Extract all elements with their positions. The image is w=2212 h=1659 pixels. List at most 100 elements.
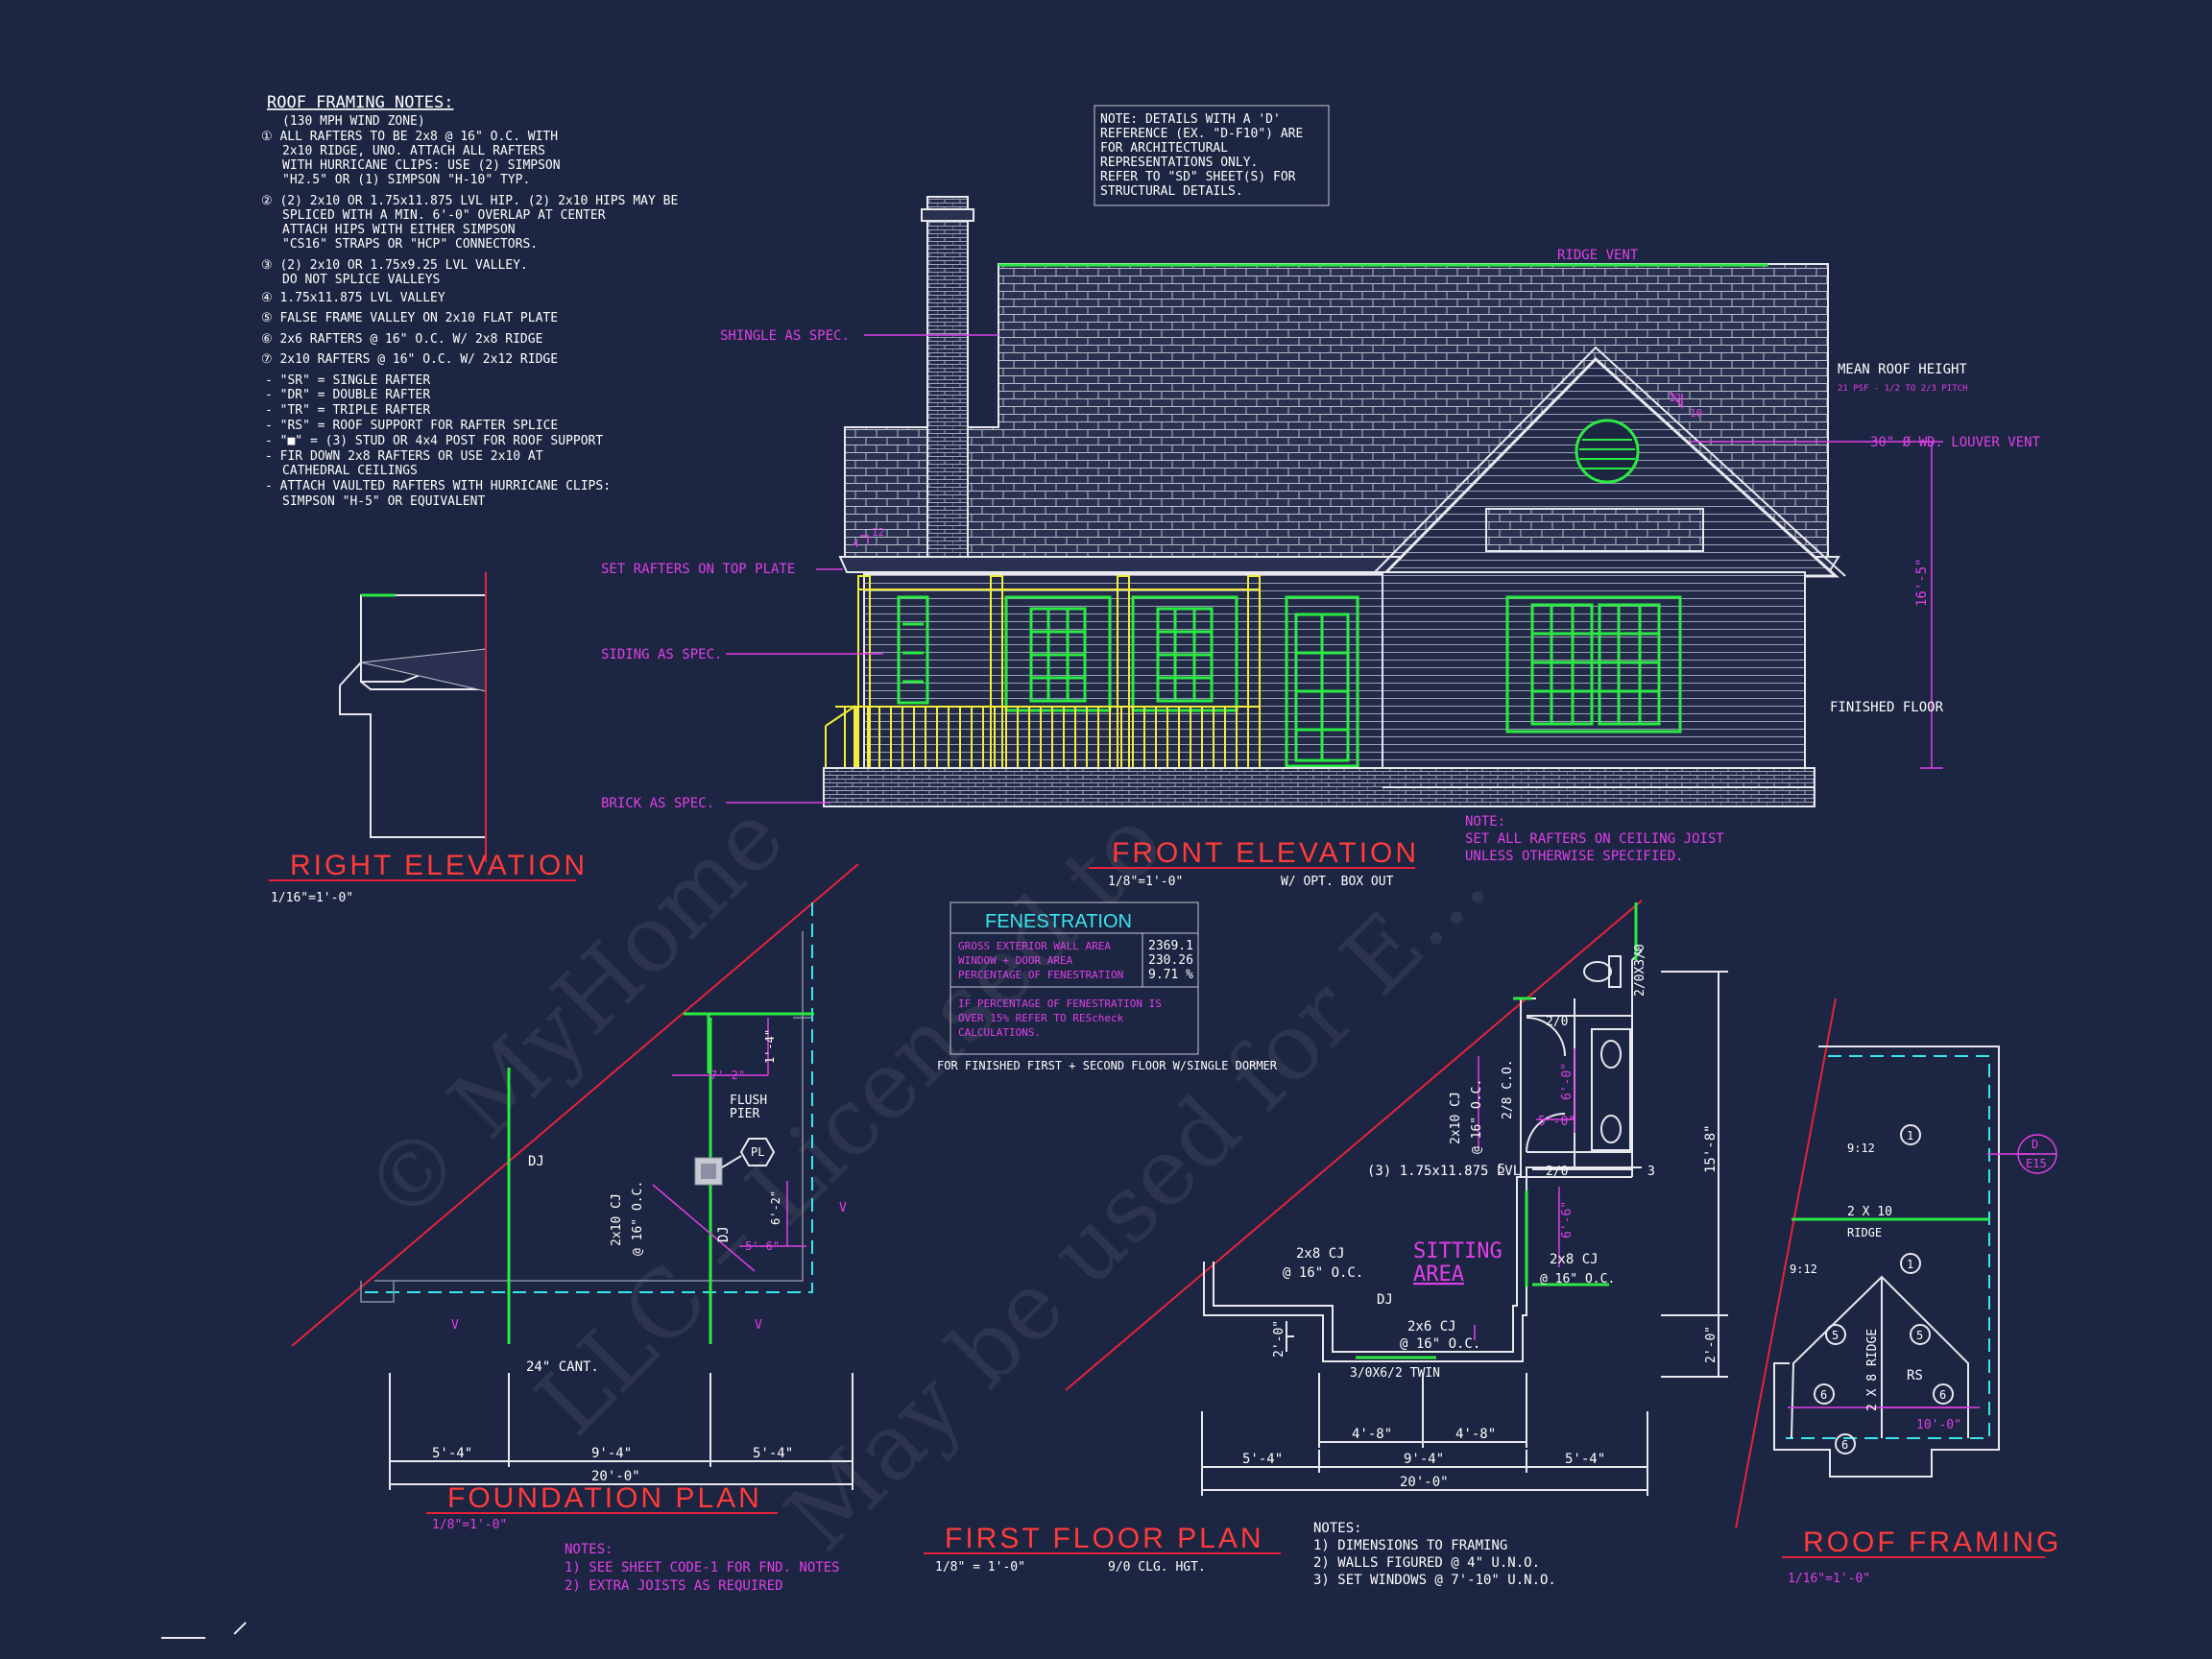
roof-note-line: ⑤ FALSE FRAME VALLEY ON 2x10 FLAT PLATE (261, 311, 558, 325)
watermark: © MyHome LLC – Licensed to May be used f… (343, 782, 1506, 1571)
cj8-label-2: @ 16" O.C. (1283, 1265, 1363, 1281)
door-28-label: 2/8 C.O. (1501, 1059, 1515, 1119)
porch-pitch-rise: 4 (853, 538, 859, 550)
pitch-label: 9:12 (1790, 1262, 1817, 1276)
door-20-label: 2/0 (1546, 1165, 1568, 1179)
rs-label: RS (1907, 1368, 1923, 1383)
floor-plan-note: NOTES: (1313, 1521, 1362, 1536)
dim-total: 20'-0" (591, 1469, 640, 1484)
callout-5: 5 (1498, 1163, 1505, 1177)
pitch-rise-label: 12 (1669, 392, 1681, 404)
roof-callout: 5 (1916, 1329, 1923, 1342)
door-20-label: 2/0 (1546, 1015, 1568, 1029)
roof-note-line: ④ 1.75x11.875 LVL VALLEY (261, 291, 445, 305)
fenestration-value: 9.71 % (1148, 968, 1193, 982)
front-elevation-labels: RIDGE VENT SHINGLE AS SPEC. SET RAFTERS … (601, 248, 2041, 889)
dim-5-4: 5'-4" (1242, 1452, 1283, 1467)
ridge-label-1: 2 X 10 (1847, 1205, 1892, 1219)
detail-note-line: STRUCTURAL DETAILS. (1100, 184, 1243, 199)
fenestration-label: WINDOW + DOOR AREA (958, 954, 1073, 967)
ridge-vertical-label: 2 X 8 RIDGE (1865, 1329, 1880, 1411)
pl-tag: PL (751, 1145, 764, 1159)
dim-seg-a: 5'-4" (432, 1446, 472, 1461)
fenestration-note: CALCULATIONS. (958, 1026, 1041, 1039)
roof-note-line: 2x10 RIDGE, UNO. ATTACH ALL RAFTERS (282, 144, 545, 158)
right-elevation: RIGHT ELEVATION 1/16"=1'-0" (269, 572, 588, 905)
cj-label-2: @ 16" O.C. (631, 1181, 645, 1256)
roof-note-line: - "TR" = TRIPLE RAFTER (265, 403, 430, 418)
ceiling-height: 9/0 CLG. HGT. (1108, 1560, 1206, 1575)
dim-seg-b: 9'-4" (591, 1446, 632, 1461)
flush-pier-label-2: PIER (730, 1107, 759, 1121)
fenestration-table: FENESTRATION GROSS EXTERIOR WALL AREA 23… (937, 902, 1278, 1072)
dim-4-8: 4'-8" (1352, 1427, 1392, 1442)
front-windows (897, 595, 1682, 768)
cj8b-label-1: 2x8 CJ (1550, 1252, 1599, 1267)
right-elevation-title: RIGHT ELEVATION (290, 850, 588, 881)
roof-note-line: - "SR" = SINGLE RAFTER (265, 373, 430, 388)
roof-dim-label: 10'-0" (1916, 1418, 1961, 1432)
roof-note-line: "H2.5" OR (1) SIMPSON "H-10" TYP. (282, 173, 530, 187)
roof-framing-notes: ROOF FRAMING NOTES: (130 MPH WIND ZONE) … (261, 93, 678, 509)
roof-callout: 1 (1907, 1258, 1913, 1271)
roof-note-line: "CS16" STRAPS OR "HCP" CONNECTORS. (282, 237, 538, 252)
front-elevation-scale: 1/8"=1'-0" (1108, 875, 1183, 889)
floor-plan-note: 2) WALLS FIGURED @ 4" U.N.O. (1313, 1555, 1540, 1571)
roof-note-line: - ATTACH VAULTED RAFTERS WITH HURRICANE … (265, 479, 611, 493)
siding-label: SIDING AS SPEC. (601, 647, 722, 662)
roof-note-line: ② (2) 2x10 OR 1.75x11.875 LVL HIP. (2) 2… (261, 194, 678, 208)
dim-4-8: 4'-8" (1455, 1427, 1496, 1442)
cj6-label-2: @ 16" O.C. (1400, 1336, 1480, 1352)
front-door (1285, 595, 1359, 768)
roof-note-line: - "DR" = DOUBLE RAFTER (265, 388, 430, 402)
roof-note-line: ATTACH HIPS WITH EITHER SIMPSON (282, 223, 516, 237)
cj6-label-1: 2x6 CJ (1407, 1319, 1456, 1334)
roof-callout: 1 (1907, 1129, 1913, 1142)
front-elevation-subtitle: W/ OPT. BOX OUT (1281, 875, 1394, 889)
fenestration-note: OVER 15% REFER TO REScheck (958, 1012, 1124, 1024)
roof-note-line: - "■" = (3) STUD OR 4x4 POST FOR ROOF SU… (265, 434, 603, 448)
porch-wall (863, 573, 1383, 773)
roof-note-line: DO NOT SPLICE VALLEYS (282, 273, 440, 287)
dj-label: DJ (1377, 1292, 1393, 1308)
foundation-note: NOTES: (565, 1542, 613, 1557)
dim-5-6: 5'-6" (745, 1239, 780, 1253)
foundation-note: 1) SEE SHEET CODE-1 FOR FND. NOTES (565, 1560, 840, 1575)
roof-note-line: (130 MPH WIND ZONE) (282, 114, 425, 129)
cj-label-1: 2x10 CJ (610, 1193, 624, 1246)
dim-6-6: 6'-6" (1560, 1201, 1575, 1238)
foundation-plan-scale: 1/8"=1'-0" (432, 1518, 507, 1532)
roof-framing-scale: 1/16"=1'-0" (1788, 1572, 1870, 1586)
box-out-roof (1485, 508, 1704, 552)
fenestration-footer: FOR FINISHED FIRST + SECOND FLOOR W/SING… (937, 1059, 1278, 1072)
cj8-label-1: 2x8 CJ (1296, 1246, 1345, 1262)
height-dim-label: 16'-5" (1914, 558, 1930, 607)
detail-note-box: NOTE: DETAILS WITH A 'D' REFERENCE (EX. … (1094, 105, 1330, 206)
fenestration-label: GROSS EXTERIOR WALL AREA (958, 940, 1111, 952)
fenestration-value: 2369.1 (1148, 939, 1193, 953)
dim-2-0-left: 2'-0" (1272, 1320, 1286, 1358)
louver-vent (1575, 419, 1640, 484)
dim-1-4: 1'-4" (763, 1029, 777, 1064)
finished-floor-label: FINISHED FLOOR (1830, 700, 1944, 715)
dim-6-0: 6'-0" (1560, 1063, 1575, 1100)
dj-left-label: DJ (528, 1154, 544, 1169)
mean-roof-sub-label: 21 PSF - 1/2 TO 2/3 PITCH (1838, 384, 1967, 394)
window-2010-label: 2/0X3/0 (1633, 944, 1647, 997)
vent-mark: V (755, 1318, 762, 1333)
twin-door-label: 3/0X6/2 TWIN (1350, 1366, 1440, 1381)
chimney (926, 196, 969, 563)
roof-note-line: ⑥ 2x6 RAFTERS @ 16" O.C. W/ 2x8 RIDGE (261, 332, 542, 347)
sheet-tag: E15 (2026, 1157, 2047, 1170)
right-elevation-scale: 1/16"=1'-0" (271, 891, 353, 905)
pitch-run-label: 10 (1690, 407, 1702, 420)
roof-note-line: CATHEDRAL CEILINGS (282, 464, 418, 478)
roof-callout: 6 (1939, 1388, 1946, 1402)
front-elevation-drawing (726, 196, 1943, 807)
rafter-note-line: SET ALL RAFTERS ON CEILING JOIST (1465, 831, 1724, 847)
fenestration-label: PERCENTAGE OF FENESTRATION (958, 969, 1123, 981)
louver-vent-label: 30" Ø WD. LOUVER VENT (1870, 435, 2041, 450)
roof-note-line: WITH HURRICANE CLIPS: USE (2) SIMPSON (282, 158, 561, 173)
detail-note-line: REFER TO "SD" SHEET(S) FOR (1100, 170, 1296, 184)
roof-note-line: ③ (2) 2x10 OR 1.75x9.25 LVL VALLEY. (261, 258, 528, 273)
